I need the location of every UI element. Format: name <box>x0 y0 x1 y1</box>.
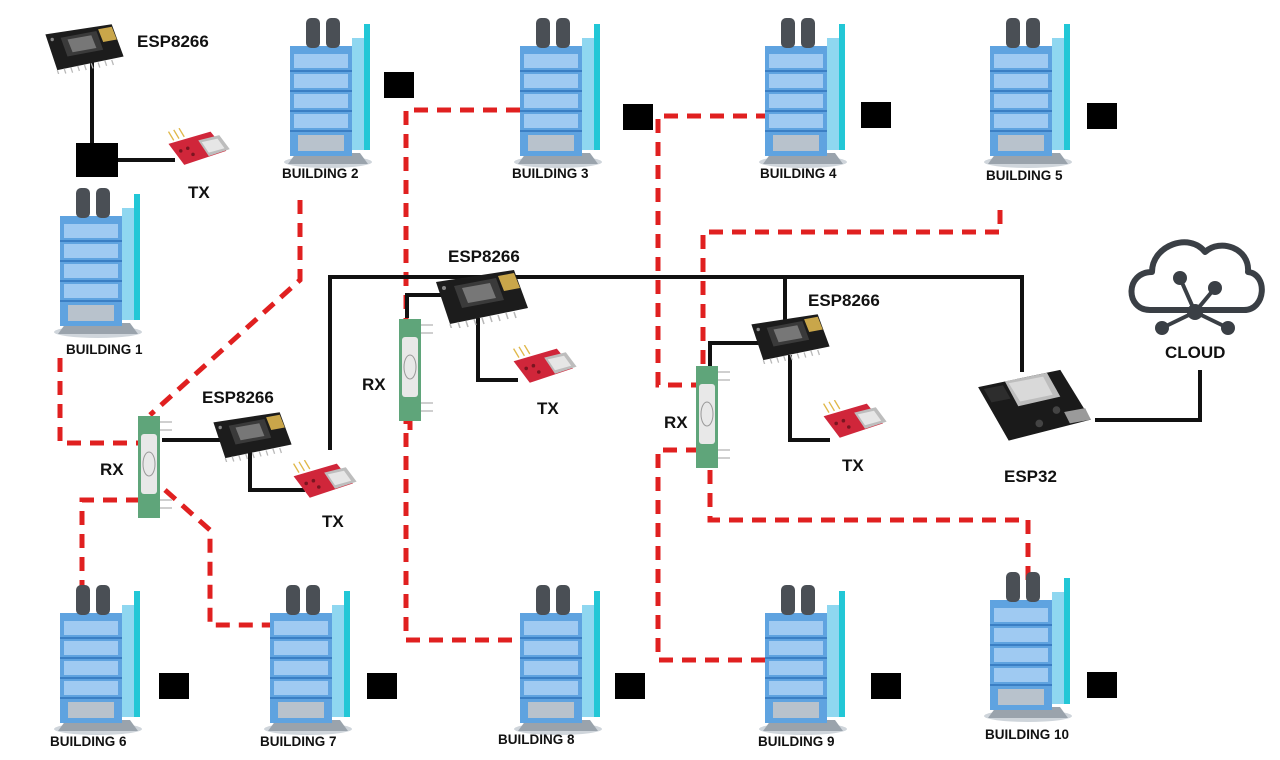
rx-1-icon <box>137 415 173 519</box>
building-2-icon <box>283 18 373 168</box>
rx-2-label: RX <box>362 375 386 394</box>
building-8-icon <box>513 585 603 735</box>
tx-top-label: TX <box>188 183 210 202</box>
esp8266-1-label: ESP8266 <box>202 388 274 407</box>
node-square <box>76 143 118 177</box>
building-7-icon <box>263 585 353 735</box>
wire-esp3-tx <box>788 355 830 442</box>
esp32-label: ESP32 <box>1004 467 1057 486</box>
cloud-label: CLOUD <box>1165 343 1225 362</box>
building-10-icon <box>983 572 1073 722</box>
esp8266-1-icon <box>212 411 293 462</box>
esp8266-3-label: ESP8266 <box>808 291 880 310</box>
building-9-label: BUILDING 9 <box>758 734 835 749</box>
wire-bus <box>328 275 1024 450</box>
wireless-link-b4 <box>655 113 770 388</box>
esp8266-top-icon <box>44 23 125 74</box>
wireless-link-b9 <box>655 447 770 663</box>
cloud-icon <box>1128 239 1265 335</box>
building-1-label: BUILDING 1 <box>66 342 143 357</box>
node-square <box>384 72 414 98</box>
rx-3-label: RX <box>664 413 688 432</box>
node-square <box>615 673 645 699</box>
tx-1-icon <box>292 460 358 499</box>
node-square <box>871 673 901 699</box>
building-7-label: BUILDING 7 <box>260 734 337 749</box>
wireless-link-b3 <box>403 107 520 643</box>
wire-esp32-cloud <box>1095 370 1202 422</box>
wire-esp2-tx <box>476 318 518 382</box>
building-5-label: BUILDING 5 <box>986 168 1063 183</box>
building-2-label: BUILDING 2 <box>282 166 359 181</box>
wire-esp1-tx <box>248 450 305 492</box>
building-9-icon <box>758 585 848 735</box>
node-square <box>623 104 653 130</box>
building-5-icon <box>983 18 1073 168</box>
building-1-icon <box>53 188 143 338</box>
tx-3-icon <box>822 400 888 439</box>
building-4-label: BUILDING 4 <box>760 166 837 181</box>
node-square <box>367 673 397 699</box>
wireless-link-b1 <box>57 358 150 446</box>
tx-top-icon <box>167 128 231 166</box>
rx-2-icon <box>398 318 434 422</box>
node-square <box>159 673 189 699</box>
tx-3-label: TX <box>842 456 864 475</box>
wireless-link-b5 <box>700 210 1003 370</box>
building-10-label: BUILDING 10 <box>985 727 1069 742</box>
wire-rx3-esp3 <box>708 341 760 370</box>
building-6-icon <box>53 585 143 735</box>
wireless-link-b2 <box>148 200 303 417</box>
tx-2-icon <box>512 345 578 384</box>
building-3-label: BUILDING 3 <box>512 166 589 181</box>
node-square <box>861 102 891 128</box>
building-8-label: BUILDING 8 <box>498 732 575 747</box>
building-4-icon <box>758 18 848 168</box>
wire-rx2-esp2 <box>405 293 445 318</box>
esp8266-2-label: ESP8266 <box>448 247 520 266</box>
tx-1-label: TX <box>322 512 344 531</box>
rx-1-label: RX <box>100 460 124 479</box>
wireless-link-b6 <box>79 497 140 590</box>
rx-3-icon <box>695 365 731 469</box>
esp32-icon <box>978 369 1091 441</box>
node-square <box>1087 103 1117 129</box>
node-square <box>1087 672 1117 698</box>
wireless-link-b7 <box>163 488 275 628</box>
building-3-icon <box>513 18 603 168</box>
esp8266-top-label: ESP8266 <box>137 32 209 51</box>
wireless-link-b10 <box>707 470 1031 585</box>
tx-2-label: TX <box>537 399 559 418</box>
building-6-label: BUILDING 6 <box>50 734 127 749</box>
